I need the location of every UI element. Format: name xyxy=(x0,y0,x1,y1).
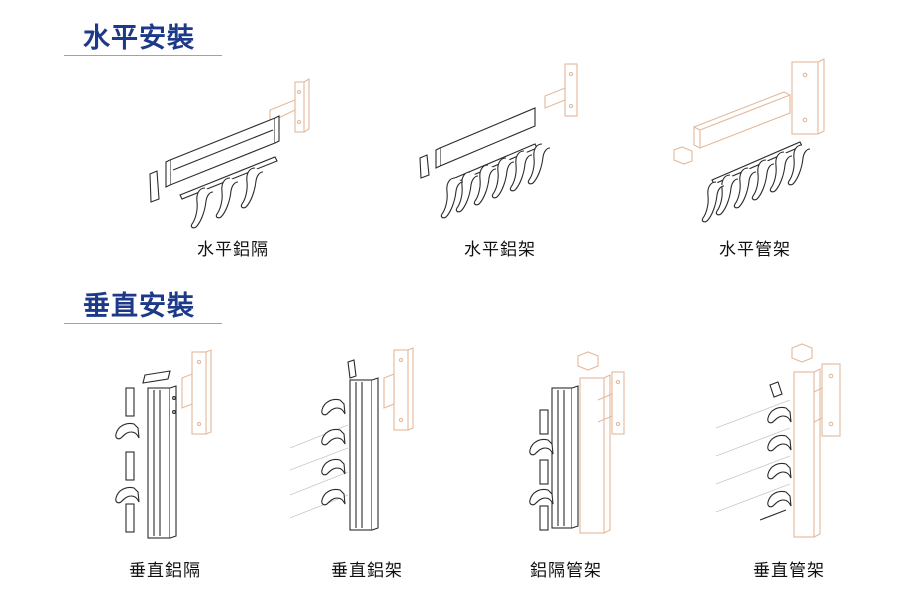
vertical-tube-rack-icon xyxy=(715,343,841,538)
horizontal-aluminium-divider-icon xyxy=(149,78,310,229)
caption-aluminium-divider-tube-rack: 鋁隔管架 xyxy=(530,561,602,581)
horizontal-aluminium-rack-icon xyxy=(419,63,578,219)
vertical-aluminium-rack-icon xyxy=(289,347,414,531)
caption-horizontal-tube-rack: 水平管架 xyxy=(719,240,791,260)
section-title-horizontal: 水平安裝 xyxy=(83,23,195,54)
section-title-vertical: 垂直安裝 xyxy=(83,291,195,322)
caption-horizontal-aluminium-rack: 水平鋁架 xyxy=(464,240,536,260)
caption-vertical-aluminium-divider: 垂直鋁隔 xyxy=(129,561,201,581)
horizontal-tube-rack-icon xyxy=(673,58,825,223)
section-rule-vertical xyxy=(64,323,222,324)
caption-horizontal-aluminium-divider: 水平鋁隔 xyxy=(197,240,269,260)
caption-vertical-tube-rack: 垂直管架 xyxy=(753,561,825,581)
caption-vertical-aluminium-rack: 垂直鋁架 xyxy=(331,561,403,581)
aluminium-divider-tube-rack-icon xyxy=(529,351,625,534)
section-rule-horizontal xyxy=(64,55,222,56)
vertical-aluminium-divider-icon xyxy=(115,349,212,539)
